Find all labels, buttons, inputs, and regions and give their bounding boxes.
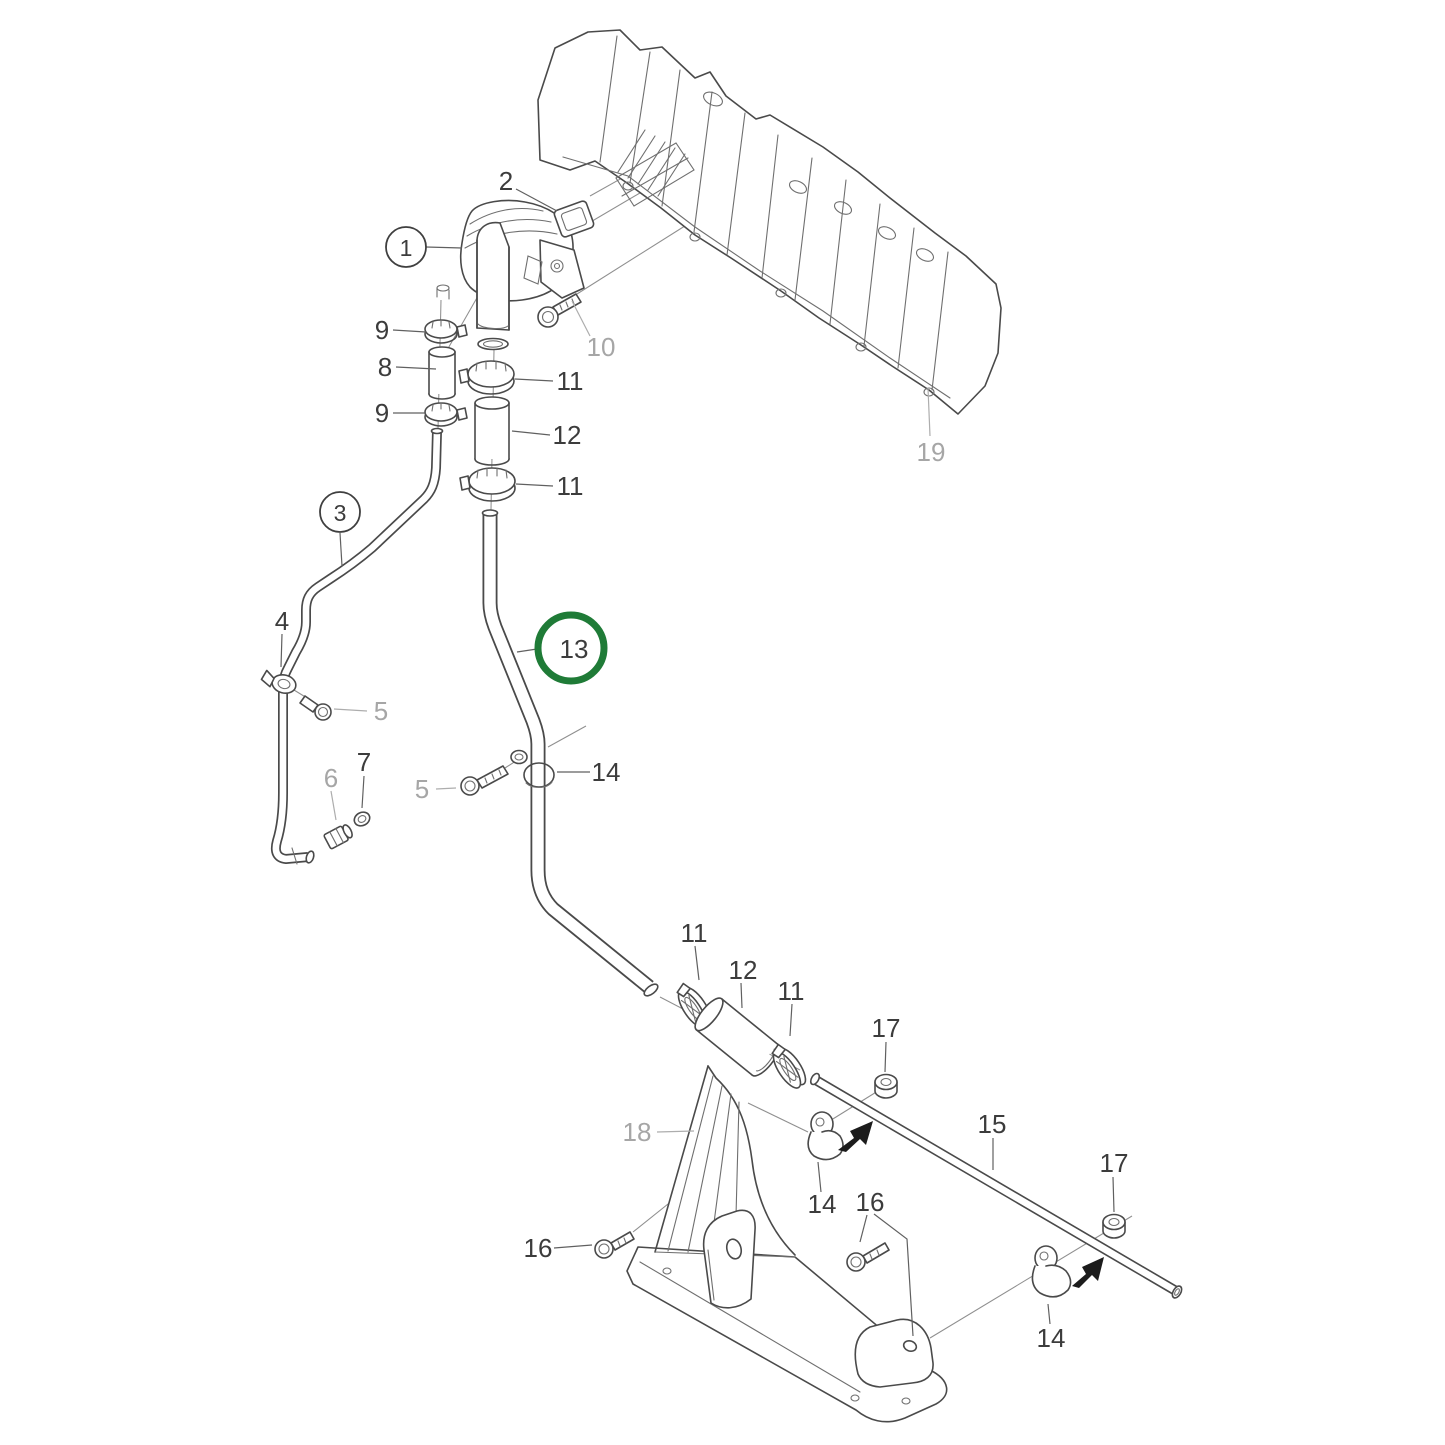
clamp-9-lower — [424, 402, 468, 427]
callout-9a[interactable]: 9 — [375, 315, 389, 345]
bolt-5-right — [460, 765, 509, 796]
bolt-10 — [537, 293, 582, 328]
insert-arrow-right — [1072, 1257, 1104, 1288]
pipe-3 — [270, 427, 444, 865]
breather-elbow-pipe — [476, 221, 510, 351]
callout-12b[interactable]: 12 — [729, 955, 758, 985]
callout-8[interactable]: 8 — [378, 352, 392, 382]
callout-14a[interactable]: 14 — [592, 757, 621, 787]
nut-17-lower — [1102, 1213, 1126, 1239]
callout-15[interactable]: 15 — [978, 1109, 1007, 1139]
callout-13[interactable]: 13 — [560, 634, 589, 664]
highlight-circle-part-13[interactable] — [534, 611, 608, 685]
bracket-middle-fin — [702, 1209, 756, 1309]
clamp-14-mid — [807, 1111, 844, 1161]
bolt-5-left — [299, 695, 332, 721]
callout-14c[interactable]: 14 — [1037, 1323, 1066, 1353]
valve-cover — [537, 29, 1002, 415]
callout-5b[interactable]: 5 — [415, 774, 429, 804]
pipe-bracket-4 — [260, 669, 297, 695]
callout-4[interactable]: 4 — [275, 606, 289, 636]
clamp-11-mid — [459, 467, 516, 502]
nut-7 — [353, 811, 371, 827]
callout-11b[interactable]: 11 — [557, 471, 584, 501]
callout-1[interactable]: 1 — [400, 235, 413, 261]
mounting-bracket-18 — [626, 1065, 948, 1423]
bolt-16-mid — [846, 1242, 890, 1272]
callout-14b[interactable]: 14 — [808, 1189, 837, 1219]
callout-3[interactable]: 3 — [334, 500, 347, 526]
callout-7[interactable]: 7 — [357, 747, 371, 777]
pipe-13 — [481, 509, 659, 997]
leader-lines — [280, 188, 1115, 1337]
callout-11d[interactable]: 11 — [778, 976, 805, 1006]
callout-17a[interactable]: 17 — [872, 1013, 901, 1043]
breather-separator — [436, 199, 585, 351]
bolt-16-left — [594, 1231, 635, 1259]
clamp-14-top — [510, 749, 555, 788]
hose-12-upper — [474, 396, 510, 466]
callout-12a[interactable]: 12 — [553, 420, 582, 450]
nut-17-upper — [874, 1073, 898, 1099]
callout-10[interactable]: 10 — [587, 332, 616, 362]
callout-5a[interactable]: 5 — [374, 696, 388, 726]
fitting-6 — [323, 824, 353, 850]
callout-9b[interactable]: 9 — [375, 398, 389, 428]
callout-16a[interactable]: 16 — [524, 1233, 553, 1263]
hose-12-lower — [694, 997, 780, 1077]
callout-19[interactable]: 19 — [917, 437, 946, 467]
hose-8 — [428, 346, 456, 400]
gasket — [553, 200, 595, 238]
callout-labels: 1 2 3 4 5 5 6 7 8 9 9 10 11 11 11 11 12 … — [275, 166, 1129, 1353]
clamp-14-right — [1031, 1245, 1072, 1298]
insert-arrow-mid — [838, 1121, 873, 1152]
callout-11c[interactable]: 11 — [681, 918, 708, 948]
breather-drain-port — [436, 284, 450, 300]
alignment-lines — [293, 149, 1133, 1339]
callout-11a[interactable]: 11 — [557, 366, 584, 396]
callout-circle-part-3[interactable] — [319, 491, 361, 533]
callout-17b[interactable]: 17 — [1100, 1148, 1129, 1178]
callout-circle-part-1[interactable] — [385, 226, 427, 268]
pipe-15 — [809, 1072, 1183, 1299]
callout-2[interactable]: 2 — [499, 166, 513, 196]
washer — [510, 749, 528, 765]
bracket-end-tab — [854, 1318, 934, 1388]
callout-6[interactable]: 6 — [324, 763, 338, 793]
clamp-9-upper — [424, 319, 468, 344]
clamp-11-lower-right — [771, 1043, 807, 1089]
cover-bracket-detail — [615, 129, 695, 207]
clamp-11-upper — [458, 360, 515, 395]
callout-16b[interactable]: 16 — [856, 1187, 885, 1217]
callout-18[interactable]: 18 — [623, 1117, 652, 1147]
